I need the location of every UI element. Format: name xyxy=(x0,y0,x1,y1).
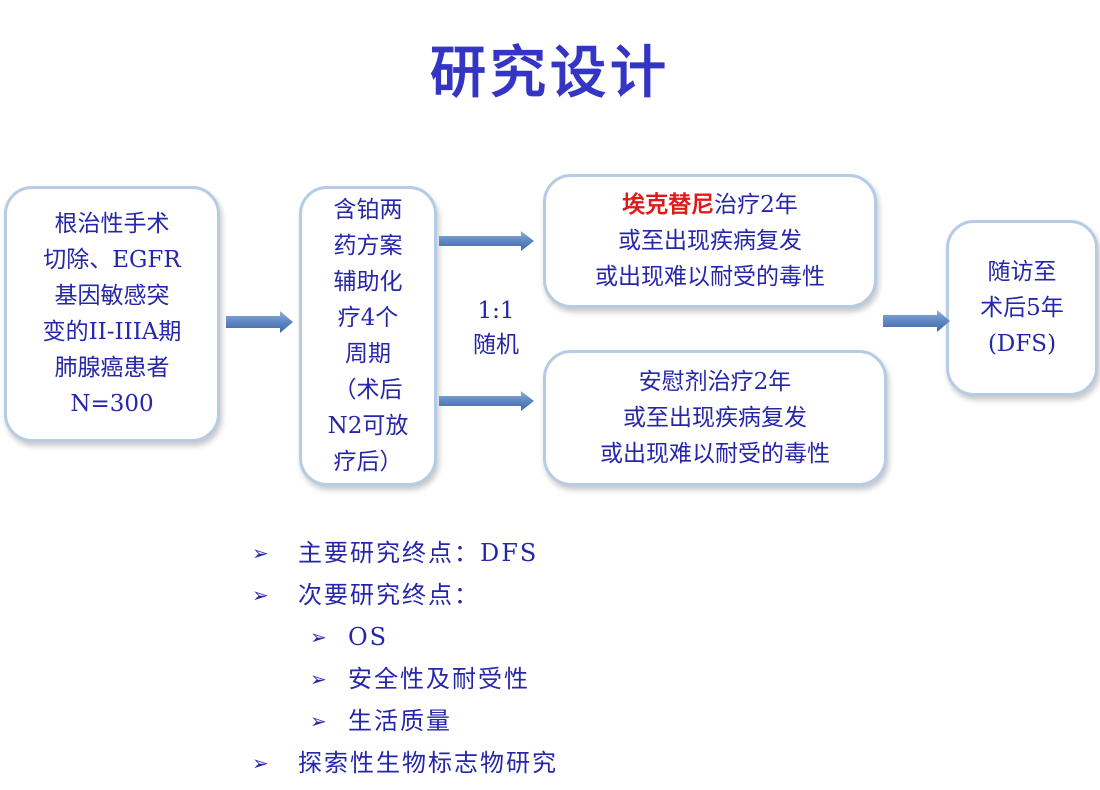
chemo-line: 辅助化 xyxy=(333,269,403,295)
arrow-bullet-icon: ➢ xyxy=(310,709,327,733)
arm2-line: 或至出现疾病复发 xyxy=(623,405,807,431)
drug-name: 埃克替尼 xyxy=(622,191,715,218)
endpoint-text: 次要研究终点： xyxy=(298,581,480,609)
randomization-label: 1:1 随机 xyxy=(461,294,531,362)
chemo-line: 疗4个 xyxy=(337,305,399,331)
endpoint-text: 安全性及耐受性 xyxy=(348,665,530,693)
followup-line: (DFS) xyxy=(987,331,1057,357)
followup-line: 随访至 xyxy=(987,259,1057,285)
followup-line: 术后5年 xyxy=(980,295,1064,321)
placebo-arm-box: 安慰剂治疗2年 或至出现疾病复发 或出现难以耐受的毒性 xyxy=(543,350,887,486)
arm1-line-2: 或至出现疾病复发 xyxy=(618,228,802,254)
patients-line: 变的II-IIIA期 xyxy=(42,319,182,345)
arm1-line-1-rest: 治疗2年 xyxy=(714,192,798,218)
endpoint-text: 探索性生物标志物研究 xyxy=(298,749,558,777)
arrow-right-icon xyxy=(439,231,534,251)
arrow-bullet-icon: ➢ xyxy=(252,583,269,607)
arm2-line: 安慰剂治疗2年 xyxy=(638,369,792,395)
patients-line: N=300 xyxy=(70,391,154,417)
page-title: 研究设计 xyxy=(430,40,670,106)
arrow-right-icon xyxy=(883,310,950,332)
chemo-line: （术后 xyxy=(333,377,403,403)
chemo-line: 药方案 xyxy=(333,233,403,259)
endpoint-text: 生活质量 xyxy=(348,707,452,735)
chemo-line: 疗后） xyxy=(333,449,403,475)
follow-up-box: 随访至 术后5年 (DFS) xyxy=(946,220,1098,396)
arm1-line-3: 或出现难以耐受的毒性 xyxy=(595,264,825,290)
randomization-ratio: 1:1 xyxy=(477,298,515,324)
adjuvant-chemo-box: 含铂两 药方案 辅助化 疗4个 周期 （术后 N2可放 疗后） xyxy=(299,186,437,486)
patients-line: 切除、EGFR xyxy=(43,247,181,273)
chemo-line: 周期 xyxy=(345,341,391,367)
chemo-line: N2可放 xyxy=(327,413,409,439)
chemo-line: 含铂两 xyxy=(333,197,403,223)
endpoint-text: 主要研究终点：DFS xyxy=(298,539,539,567)
arrow-right-icon xyxy=(439,391,534,411)
patients-line: 基因敏感突 xyxy=(54,283,170,309)
arrow-bullet-icon: ➢ xyxy=(310,625,327,649)
patients-line: 根治性手术 xyxy=(54,211,170,237)
patients-line: 肺腺癌患者 xyxy=(54,355,170,381)
arrow-bullet-icon: ➢ xyxy=(252,751,269,775)
arrow-bullet-icon: ➢ xyxy=(252,541,269,565)
arrow-bullet-icon: ➢ xyxy=(310,667,327,691)
patient-population-box: 根治性手术 切除、EGFR 基因敏感突 变的II-IIIA期 肺腺癌患者 N=3… xyxy=(4,186,220,442)
arm2-line: 或出现难以耐受的毒性 xyxy=(600,441,830,467)
icotinib-arm-box: 埃克替尼治疗2年 或至出现疾病复发 或出现难以耐受的毒性 xyxy=(543,174,877,308)
endpoint-text: OS xyxy=(348,623,389,651)
arm1-line-1: 埃克替尼治疗2年 xyxy=(622,187,798,223)
arrow-right-icon xyxy=(226,311,293,333)
randomization-text: 随机 xyxy=(473,332,519,358)
